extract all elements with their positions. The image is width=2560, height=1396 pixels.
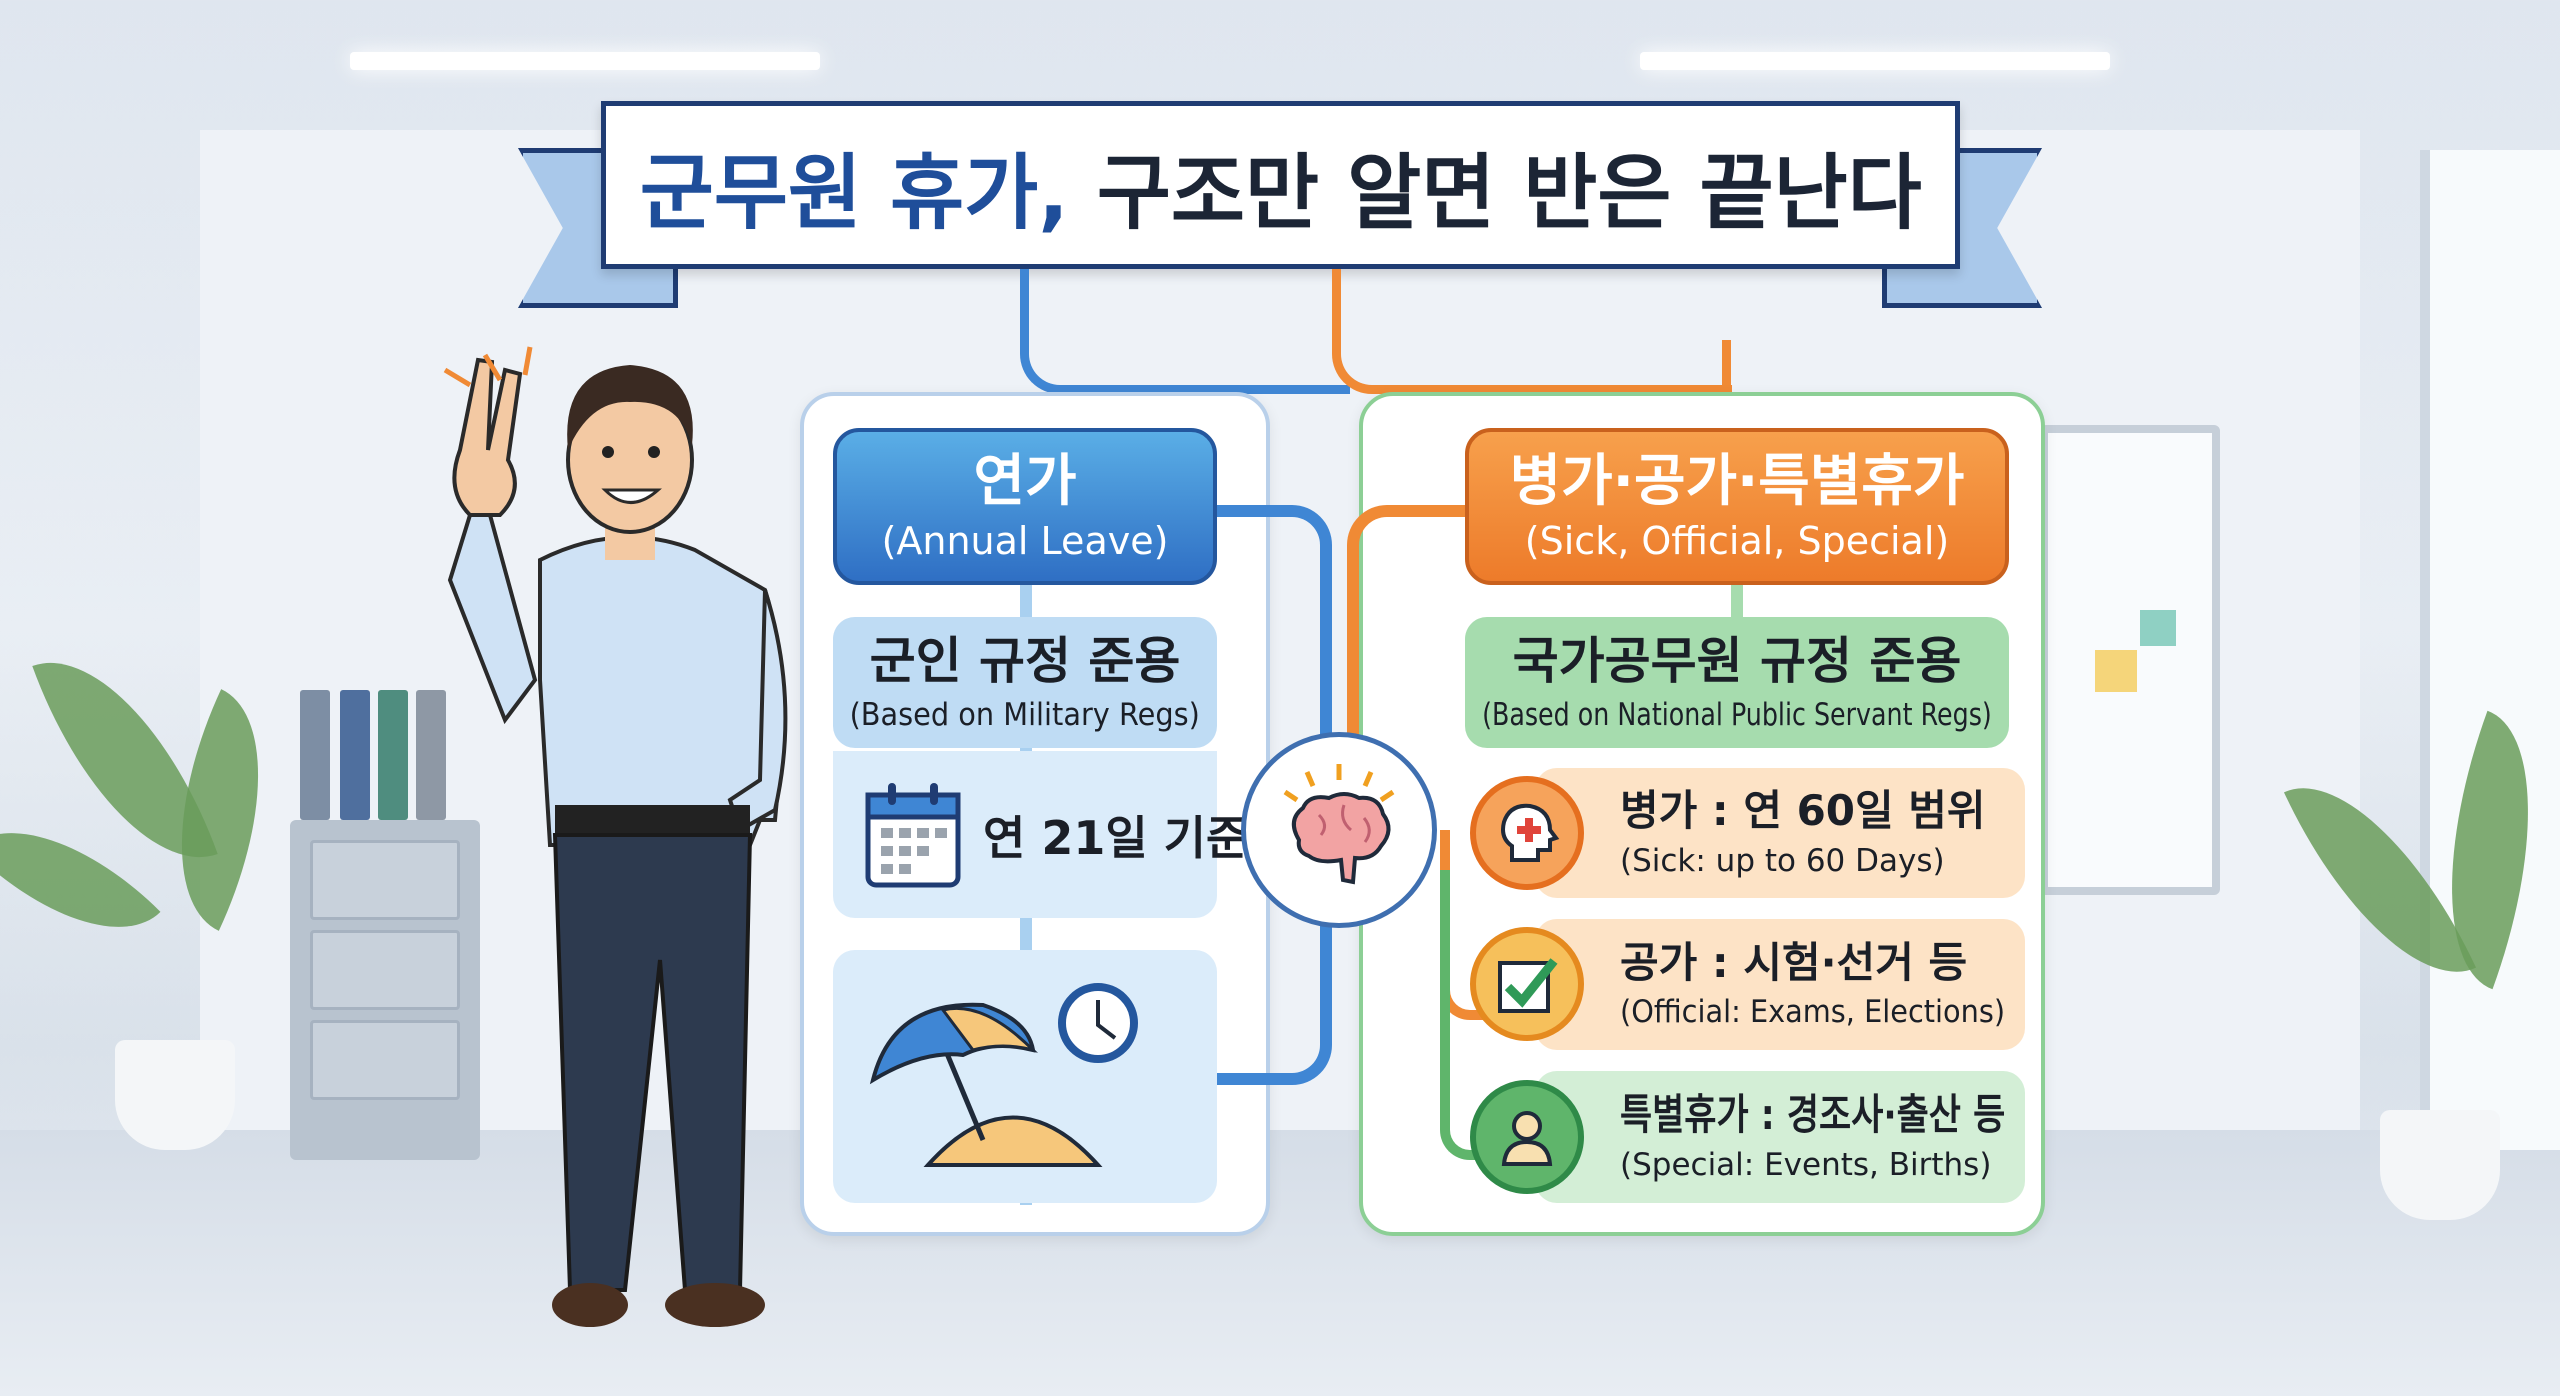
ceiling-light — [1640, 52, 2110, 70]
beach-umbrella-clock-icon — [869, 983, 1138, 1167]
binder — [340, 690, 370, 820]
binder — [300, 690, 330, 820]
annual-header-ko: 연가 — [973, 449, 1077, 515]
public-servant-regs-en: (Based on National Public Servant Regs) — [1482, 696, 1992, 733]
cabinet-drawer — [310, 930, 460, 1010]
head-medical-icon — [1470, 776, 1584, 890]
public-servant-regs-box: 국가공무원 규정 준용 (Based on National Public Se… — [1465, 617, 2009, 748]
title-line: 군무원 휴가, 구조만 알면 반은 끝난다 — [639, 126, 1921, 245]
binder — [378, 690, 408, 820]
man-peace-sign-illustration — [443, 346, 788, 1327]
person-icon — [1470, 1080, 1584, 1194]
special-leave-ko: 특별휴가 : 경조사·출산 등 — [1620, 1090, 2006, 1140]
brain-hub — [1241, 732, 1437, 928]
binder — [416, 690, 446, 820]
title-rest: 구조만 알면 반은 끝난다 — [1068, 145, 1922, 241]
connector-green-branch — [1440, 870, 1500, 1160]
sick-leave-item: 병가 : 연 60일 범위 (Sick: up to 60 Days) — [1535, 768, 2025, 898]
checkbox-icon — [1470, 927, 1584, 1041]
connector-orange — [1332, 269, 1732, 394]
connector-orange — [1722, 340, 1731, 430]
annual-days-text: 연 21일 기준 — [983, 810, 1249, 865]
official-leave-ko: 공가 : 시험·선거 등 — [1620, 937, 1968, 987]
sick-leave-en: (Sick: up to 60 Days) — [1620, 842, 1945, 879]
connector-blue — [1020, 269, 1350, 394]
official-leave-item: 공가 : 시험·선거 등 (Official: Exams, Elections… — [1535, 919, 2025, 1050]
brain-icon — [1283, 764, 1395, 885]
window — [2420, 150, 2560, 1150]
special-leave-en: (Special: Events, Births) — [1620, 1146, 1992, 1183]
other-leave-header: 병가·공가·특별휴가 (Sick, Official, Special) — [1465, 428, 2009, 585]
other-header-en: (Sick, Official, Special) — [1524, 519, 1950, 564]
vacation-illustration-box — [833, 950, 1217, 1203]
sticky-note — [2095, 650, 2137, 692]
plant-pot — [2380, 1110, 2500, 1220]
ceiling-light — [350, 52, 820, 70]
other-header-ko: 병가·공가·특별휴가 — [1509, 449, 1965, 515]
official-leave-en: (Official: Exams, Elections) — [1620, 994, 2006, 1031]
military-regs-en: (Based on Military Regs) — [849, 696, 1201, 733]
annual-days-box: 연 21일 기준 — [833, 751, 1248, 918]
office-floor — [0, 1130, 2560, 1396]
cabinet-drawer — [310, 840, 460, 920]
special-leave-item: 특별휴가 : 경조사·출산 등 (Special: Events, Births… — [1535, 1071, 2025, 1203]
sticky-note — [2140, 610, 2176, 646]
calendar-icon — [865, 782, 961, 887]
sick-leave-ko: 병가 : 연 60일 범위 — [1620, 786, 1986, 836]
public-servant-regs-ko: 국가공무원 규정 준용 — [1512, 631, 1962, 690]
cabinet-drawer — [310, 1020, 460, 1100]
annual-leave-header: 연가 (Annual Leave) — [833, 428, 1217, 585]
plant-pot — [115, 1040, 235, 1150]
connector-green — [1731, 585, 1743, 617]
military-regs-box: 군인 규정 준용 (Based on Military Regs) — [833, 617, 1217, 748]
title-highlight: 군무원 휴가, — [639, 145, 1069, 241]
page-title: 군무원 휴가, 구조만 알면 반은 끝난다 — [601, 101, 1960, 269]
military-regs-ko: 군인 규정 준용 — [869, 631, 1181, 690]
annual-header-en: (Annual Leave) — [881, 519, 1169, 564]
